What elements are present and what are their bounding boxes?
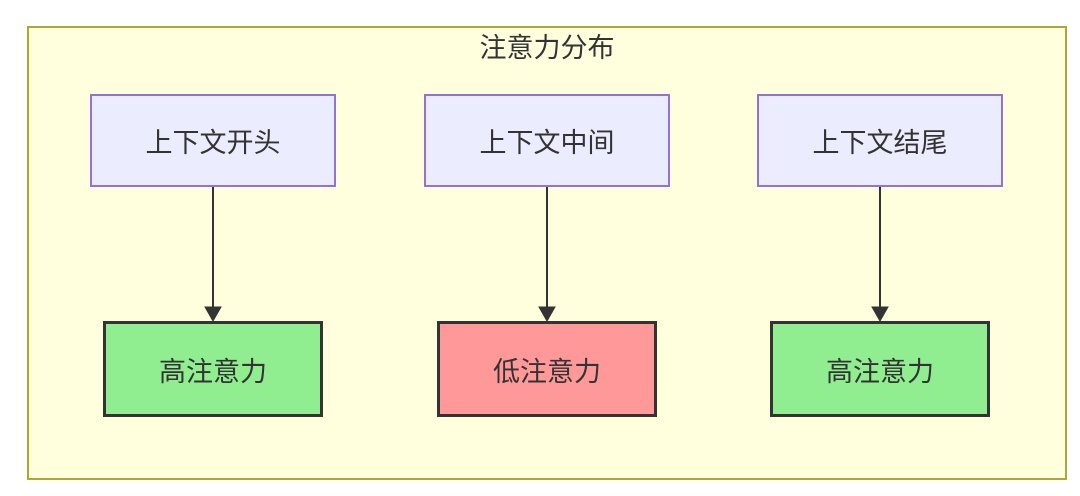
- node-low-attention-middle: 低注意力: [437, 321, 657, 417]
- arrow-end-to-high-attention: [871, 187, 889, 323]
- node-high-attention-right: 高注意力: [770, 321, 990, 417]
- diagram-title: 注意力分布: [479, 33, 615, 63]
- node-context-beginning: 上下文开头: [90, 94, 336, 187]
- node-context-middle: 上下文中间: [424, 94, 670, 187]
- arrow-beginning-to-high-attention: [204, 187, 222, 323]
- node-high-attention-left: 高注意力: [103, 321, 323, 417]
- node-context-end: 上下文结尾: [757, 94, 1003, 187]
- arrow-middle-to-low-attention: [538, 187, 556, 323]
- attention-distribution-diagram: 注意力分布 上下文开头 上下文中间 上下文结尾 高注意力 低注意力 高注意力: [27, 26, 1067, 480]
